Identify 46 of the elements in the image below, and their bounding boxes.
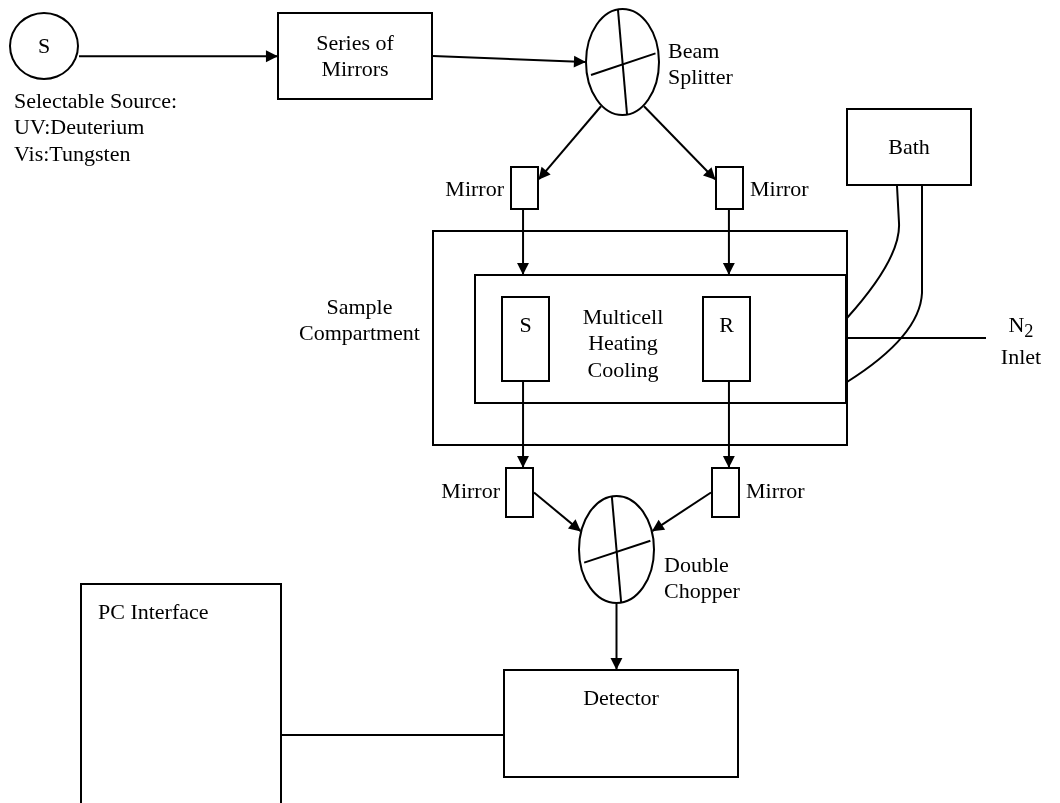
- arrow: [533, 491, 582, 532]
- component-box: [277, 12, 433, 100]
- component-box: [501, 296, 550, 382]
- component-label: Beam Splitter: [668, 38, 734, 91]
- arrow: [432, 55, 586, 68]
- text-label: N$_{2}$ Inlet: [999, 312, 1043, 370]
- optical-ellipse: [578, 495, 655, 604]
- node-label: S: [37, 32, 51, 60]
- node-label: Multicell Heating Cooling: [581, 304, 665, 384]
- connector-line: [846, 185, 923, 383]
- arrow: [517, 381, 529, 468]
- component-label: Selectable Source: UV:Deuterium Vis:Tungsten: [14, 88, 179, 168]
- component-label: Double Chopper: [664, 552, 741, 605]
- arrow: [517, 209, 529, 275]
- arrow: [643, 105, 716, 181]
- component-box: [702, 296, 751, 382]
- mirror-box: [505, 467, 534, 518]
- node-label: Sample Compartment: [298, 294, 421, 347]
- arrow: [722, 209, 735, 275]
- connector-line: [281, 734, 504, 736]
- arrow: [78, 50, 278, 63]
- arrow: [651, 491, 712, 532]
- component-label: Mirror: [746, 478, 806, 505]
- arrow: [538, 105, 602, 181]
- node-label: Bath: [888, 133, 930, 161]
- component-box: [474, 274, 847, 404]
- node-label: PC Interface: [98, 599, 209, 626]
- mirror-box: [715, 166, 744, 210]
- component-label: Mirror: [750, 176, 810, 203]
- component-box: [846, 108, 972, 186]
- arrow: [722, 381, 735, 468]
- component-box: [80, 583, 282, 803]
- node-label: R: [719, 312, 734, 339]
- node-label: Detector: [583, 685, 659, 712]
- connector-line: [846, 337, 987, 339]
- node-label: Series of Mirrors: [315, 29, 395, 83]
- component-box: [503, 669, 739, 778]
- mirror-box: [510, 166, 539, 210]
- arrow: [610, 603, 623, 670]
- source-circle: [9, 12, 79, 80]
- node-label: S: [519, 312, 532, 339]
- connector-line: [846, 185, 900, 319]
- optical-ellipse: [585, 8, 660, 116]
- component-label: Mirror: [444, 176, 504, 203]
- mirror-box: [711, 467, 740, 518]
- component-label: Mirror: [440, 478, 500, 505]
